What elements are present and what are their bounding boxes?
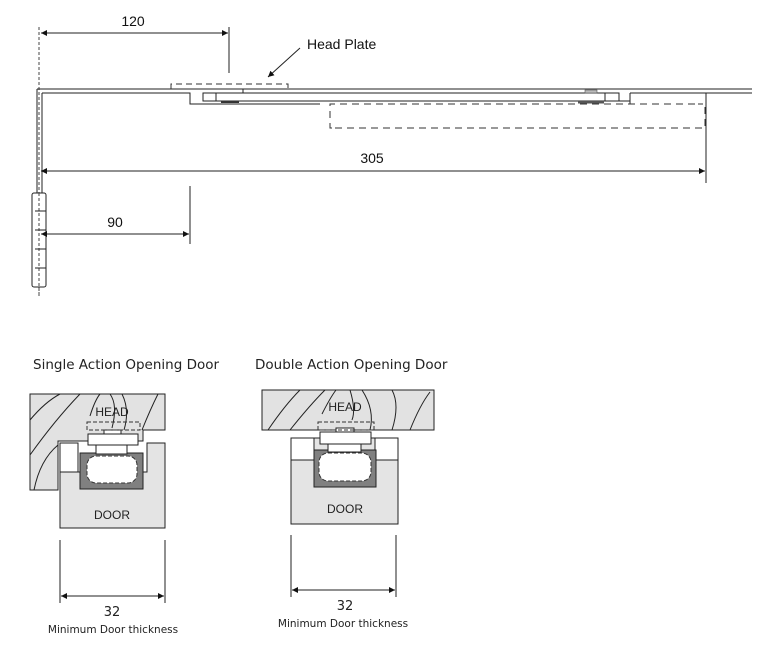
head-plate	[87, 433, 139, 446]
pivot-hinge-ticks	[35, 210, 46, 269]
door-rebate-right	[374, 437, 399, 461]
thickness-dim-single: 32 Minimum Door thickness	[48, 540, 178, 636]
section-single-action: Single Action Opening Door HEAD DOOR	[29, 357, 220, 529]
section-title: Double Action Opening Door	[255, 357, 448, 373]
head-timber	[29, 393, 166, 491]
arm-block	[95, 444, 128, 455]
closer-body	[86, 455, 138, 484]
thickness-value: 32	[104, 605, 121, 620]
door-rebate-left	[290, 437, 315, 461]
head-plate-top	[103, 429, 122, 435]
thickness-dim-double: 32 Minimum Door thickness	[278, 535, 408, 630]
door-label: DOOR	[94, 508, 130, 522]
section-double-action: Double Action Opening Door HEAD DOOR	[255, 357, 448, 525]
thickness-value: 32	[337, 599, 354, 614]
door-label: DOOR	[327, 502, 363, 516]
wood-grain	[267, 389, 431, 431]
head-plate-callout: Head Plate	[307, 36, 376, 52]
thickness-caption: Minimum Door thickness	[278, 618, 408, 630]
head-label: HEAD	[328, 400, 362, 414]
track-fixing-top	[584, 89, 598, 94]
dim-120-label: 120	[121, 13, 145, 29]
thickness-caption: Minimum Door thickness	[48, 624, 178, 636]
door-frame	[36, 88, 752, 195]
dim-305-label: 305	[360, 150, 384, 166]
frame-step-right	[629, 92, 752, 104]
head-plate-recess	[317, 421, 375, 431]
head-plate-outline	[170, 83, 289, 89]
head-timber	[261, 389, 435, 431]
closer-body-outline	[329, 103, 706, 129]
head-plate-recess	[86, 421, 141, 431]
track-fixing-right	[578, 101, 604, 104]
head-plate-leader	[267, 47, 301, 78]
closer-body	[318, 452, 372, 482]
track-fixing-left	[221, 101, 239, 103]
arm-block	[327, 443, 362, 453]
head-plate	[319, 431, 372, 445]
head-label: HEAD	[95, 405, 129, 419]
dim-90-label: 90	[107, 214, 123, 230]
door-rebate-left	[59, 442, 79, 473]
track-end-block	[604, 92, 620, 102]
plan-view: 120 Head Plate 305 90	[31, 13, 752, 296]
wood-grain	[29, 393, 159, 491]
section-title: Single Action Opening Door	[33, 357, 220, 373]
closer-track	[202, 92, 619, 102]
